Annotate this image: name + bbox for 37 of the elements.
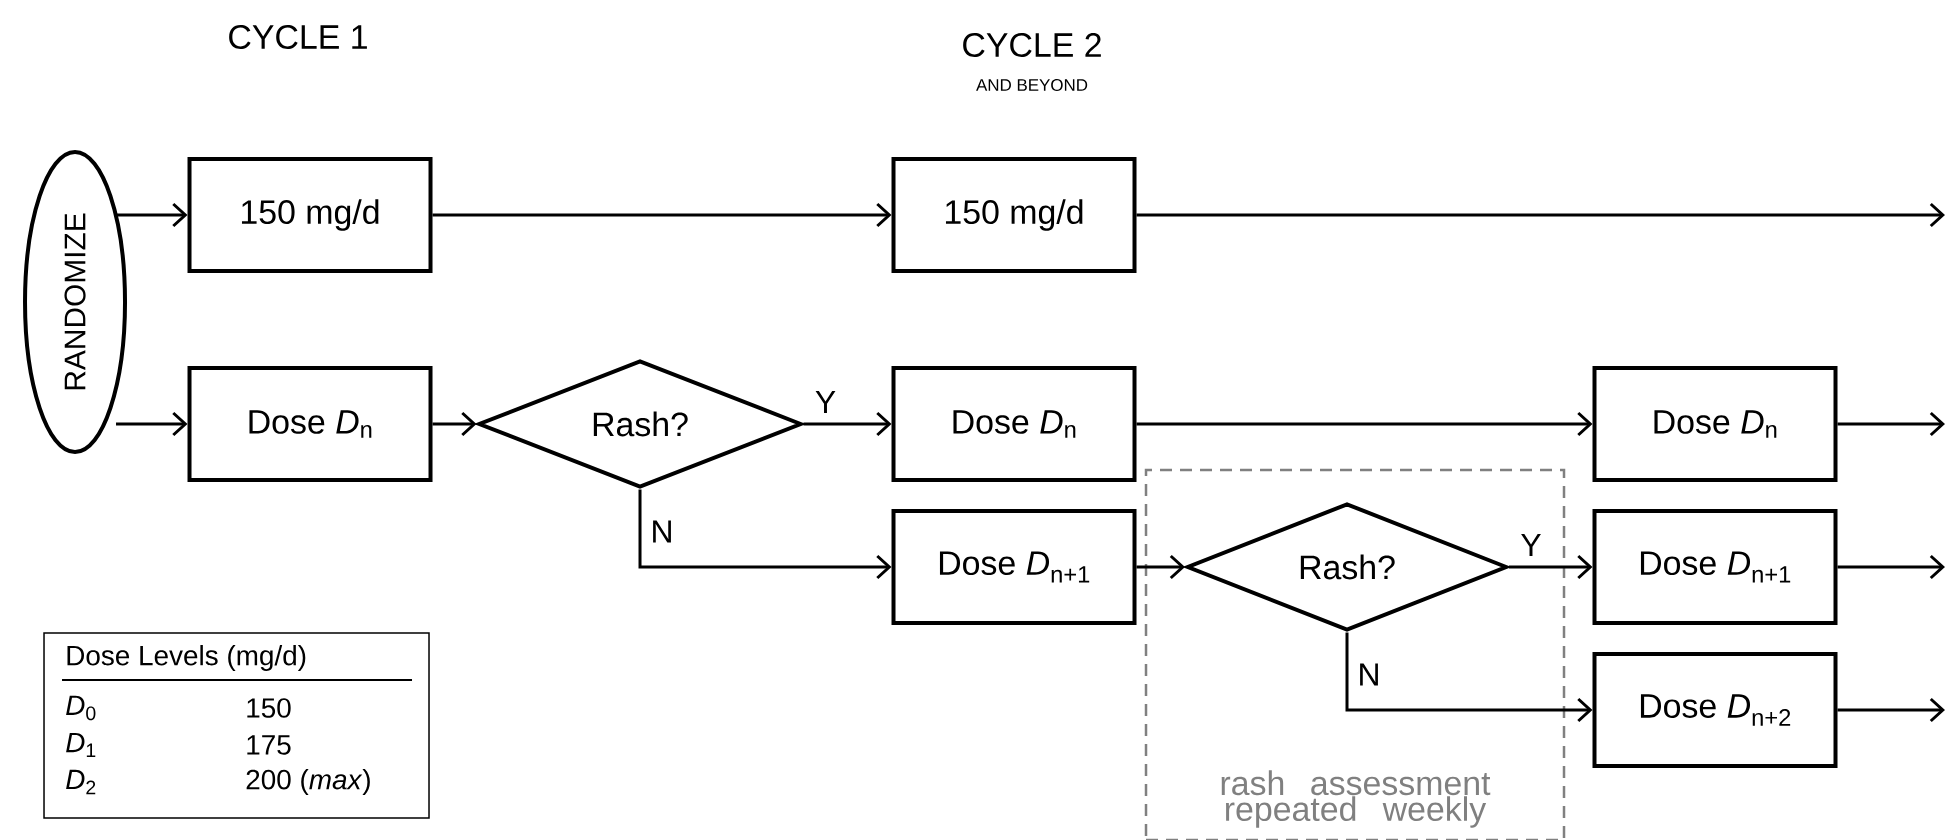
process-box: Dose D$_{n+1}$ xyxy=(891,509,1137,625)
edge-label: N xyxy=(649,519,675,544)
arrow xyxy=(1837,554,1945,580)
cycle-heading: CYCLE 1 xyxy=(229,25,367,49)
cycle-subheading: AND BEYOND xyxy=(976,79,1088,91)
arrow xyxy=(1837,411,1945,437)
arrow xyxy=(1509,554,1593,580)
process-box: Dose D$_{n}$ xyxy=(187,366,433,482)
edge-label: Y xyxy=(813,390,838,414)
process-box: Dose D$_{n+1}$ xyxy=(1592,509,1838,625)
arrow xyxy=(116,411,188,437)
table-cell: 150 xyxy=(247,698,291,718)
arrow xyxy=(638,489,892,580)
cycle-heading: CYCLE 2 xyxy=(963,33,1101,57)
process-box: 150 mg/d xyxy=(187,157,433,273)
arrow xyxy=(432,202,892,228)
arrow xyxy=(1136,411,1593,437)
edge-label: N xyxy=(1356,662,1382,687)
process-box: Dose D$_{n}$ xyxy=(891,366,1137,482)
table-cell: D$_{2}$ xyxy=(66,769,96,795)
process-box: Dose D$_{n}$ xyxy=(1592,366,1838,482)
process-box: Dose D$_{n+2}$ xyxy=(1592,652,1838,768)
arrow xyxy=(432,411,477,437)
table-cell: 200 (max) xyxy=(246,769,370,795)
table-cell: D$_{0}$ xyxy=(66,695,96,721)
arrow xyxy=(1136,202,1945,228)
table-cell: D$_{1}$ xyxy=(66,732,96,758)
edge-label: Y xyxy=(1519,533,1543,557)
arrow xyxy=(116,202,188,228)
arrow xyxy=(1837,697,1945,723)
oval-node: RANDOMIZE xyxy=(23,150,127,454)
arrow xyxy=(803,411,892,437)
process-box: 150 mg/d xyxy=(891,157,1137,273)
arrow xyxy=(1136,554,1185,580)
table-header: Dose Levels (mg/d) xyxy=(67,645,306,671)
arrow xyxy=(1345,632,1593,723)
table-cell: 175 xyxy=(247,735,291,755)
